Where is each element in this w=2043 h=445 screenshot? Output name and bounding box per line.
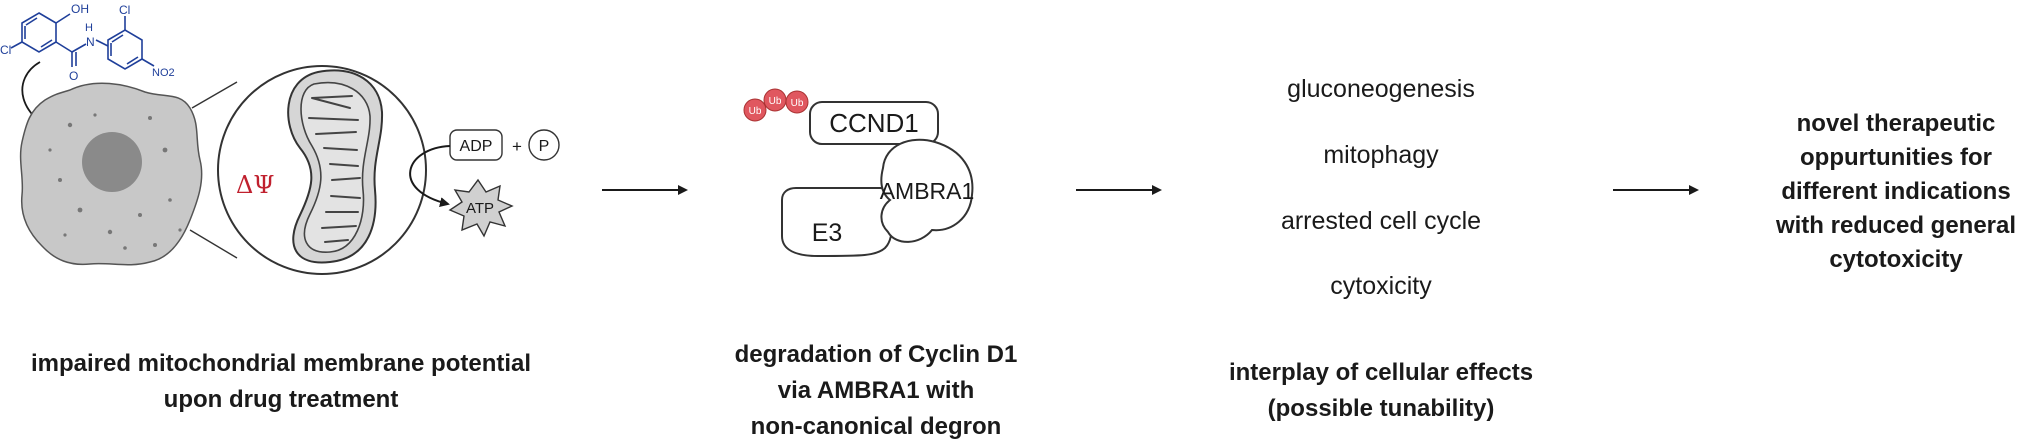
panel3-caption-line2: (possible tunability) [1268, 395, 1495, 422]
panel1-caption-line2: upon drug treatment [164, 386, 399, 413]
effect-mitophagy: mitophagy [1323, 141, 1439, 169]
panel1-caption-line1: impaired mitochondrial membrane potentia… [31, 350, 531, 377]
ub-circle-1 [743, 98, 767, 122]
outcome-line4: with reduced general [1775, 212, 2016, 239]
atp-label: ATP [466, 200, 494, 217]
p-label: P [539, 138, 550, 155]
ccnd1-box [809, 101, 939, 145]
panel2-caption-line1: degradation of Cyclin D1 [735, 341, 1018, 368]
o-label: O [69, 69, 78, 83]
atp-synthesis-arrow [409, 145, 451, 207]
n-label: N [86, 35, 95, 49]
ub-circle-3 [785, 90, 809, 114]
panel-degradation: Ub Ub Ub CCND1 E3 AMBRA1 degradation of … [735, 88, 1018, 440]
panel2-caption-line2: via AMBRA1 with [778, 377, 974, 404]
molecule-structure [10, 12, 155, 70]
outcome-line2: oppurtunities for [1800, 144, 1992, 171]
cell-granules [48, 113, 182, 250]
effect-cytoxicity: cytoxicity [1330, 272, 1432, 300]
plus-label: + [512, 137, 522, 156]
e3-label: E3 [812, 219, 843, 247]
atp-star [448, 178, 514, 238]
outcome-line5: cytotoxicity [1829, 246, 1963, 273]
panel2-caption-line3: non-canonical degron [751, 413, 1002, 440]
ambra1-label: AMBRA1 [880, 178, 975, 204]
ub-label-2: Ub [769, 96, 782, 107]
ambra1-shape [880, 138, 974, 243]
outcome-line1: novel therapeutic [1797, 110, 1996, 137]
ub-label-3: Ub [791, 98, 804, 109]
mitochondrion [287, 69, 384, 264]
outcome-line3: different indications [1781, 178, 2010, 205]
panel-outcome: novel therapeutic oppurtunities for diff… [1775, 110, 2016, 273]
p-circle [528, 129, 560, 161]
adp-box [449, 129, 503, 161]
panel-mitochondria: OH Cl H N O Cl NO2 ΔΨ [0, 2, 560, 413]
cl-left-label: Cl [0, 43, 11, 57]
no2-label: NO2 [152, 67, 175, 79]
nucleus [82, 132, 142, 192]
panel-cellular-effects: gluconeogenesis mitophagy arrested cell … [1229, 75, 1533, 422]
zoom-line-bottom [189, 229, 238, 259]
cl-right-label: Cl [119, 3, 130, 17]
adp-label: ADP [460, 138, 493, 155]
effect-gluconeogenesis: gluconeogenesis [1287, 75, 1475, 103]
delta-psi-label: ΔΨ [236, 171, 274, 199]
ub-label-1: Ub [749, 106, 762, 117]
effect-arrested-cell-cycle: arrested cell cycle [1281, 207, 1481, 235]
oh-label: OH [71, 2, 89, 16]
h-label: H [85, 22, 93, 34]
panel3-caption-line1: interplay of cellular effects [1229, 359, 1533, 386]
zoom-line-top [191, 81, 238, 109]
ccnd1-label: CCND1 [829, 108, 919, 138]
